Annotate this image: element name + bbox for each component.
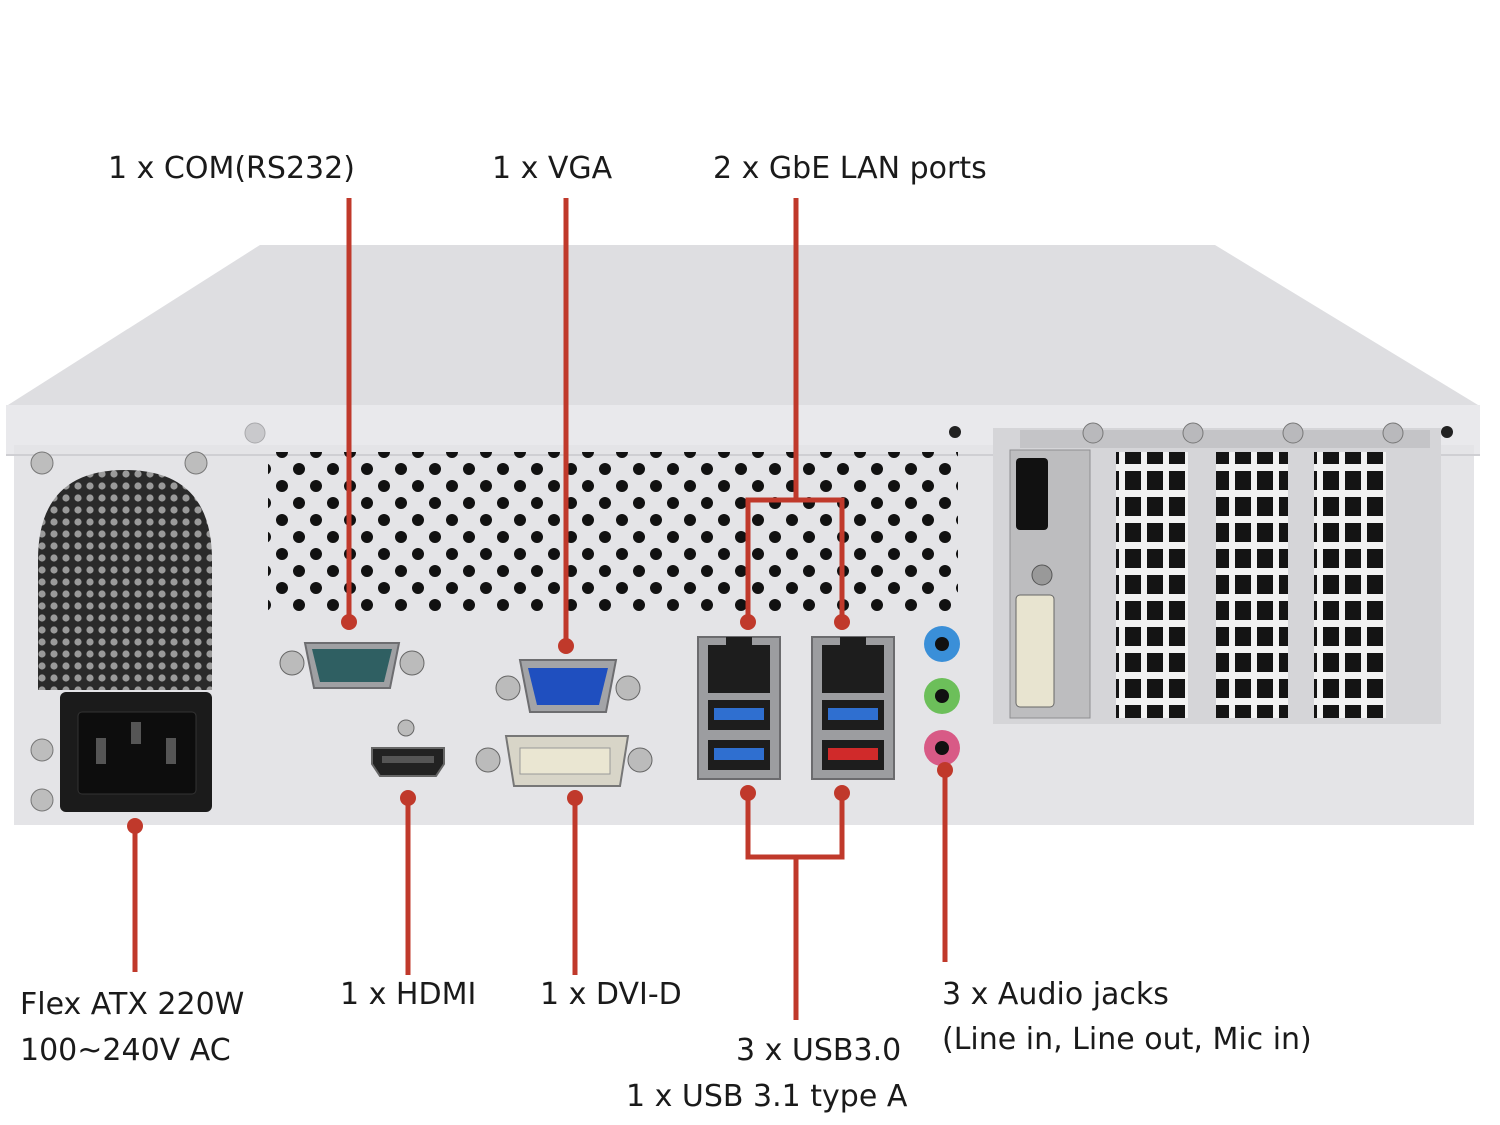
lan-usb-stack-2 (811, 636, 895, 780)
label-lan: 2 x GbE LAN ports (713, 151, 987, 186)
graphics-card-bracket (1009, 449, 1091, 719)
chassis-screw-icon (244, 422, 266, 444)
psu-fan-grille (38, 470, 212, 690)
hdmi-port-icon (371, 719, 445, 777)
label-psu-wattage: Flex ATX 220W (20, 987, 245, 1022)
callout-dots (127, 614, 953, 834)
expansion-slot-cover (1216, 452, 1288, 718)
audio-jacks-icon (924, 626, 960, 766)
bracket-screws (1020, 422, 1430, 448)
lan-usb-stack-1 (697, 636, 781, 780)
chassis-hole-icon (949, 426, 961, 438)
chassis-hole-icon (1441, 426, 1453, 438)
callout-lan (745, 198, 799, 622)
chassis-top (8, 245, 1478, 405)
screw-icon (30, 788, 54, 812)
expansion-slot-cover (1116, 452, 1188, 718)
screw-icon (30, 451, 54, 475)
label-vga: 1 x VGA (492, 151, 613, 186)
label-psu-voltage: 100~240V AC (20, 1033, 231, 1068)
label-hdmi: 1 x HDMI (340, 977, 477, 1012)
label-audio-count: 3 x Audio jacks (942, 977, 1169, 1012)
callout-lan-2 (796, 497, 845, 622)
screw-icon (184, 451, 208, 475)
vent-holes (268, 452, 958, 612)
label-com: 1 x COM(RS232) (108, 151, 355, 186)
label-usb31: 1 x USB 3.1 type A (626, 1079, 908, 1114)
label-usb30: 3 x USB3.0 (736, 1033, 902, 1068)
dvi-port-icon (475, 735, 653, 787)
label-audio-types: (Line in, Line out, Mic in) (942, 1022, 1312, 1057)
callout-lines (132, 198, 948, 1020)
com-port-icon (279, 642, 425, 689)
screw-icon (30, 738, 54, 762)
vga-port-icon (495, 659, 641, 713)
expansion-slot-cover (1314, 452, 1386, 718)
label-dvi: 1 x DVI-D (540, 977, 682, 1012)
